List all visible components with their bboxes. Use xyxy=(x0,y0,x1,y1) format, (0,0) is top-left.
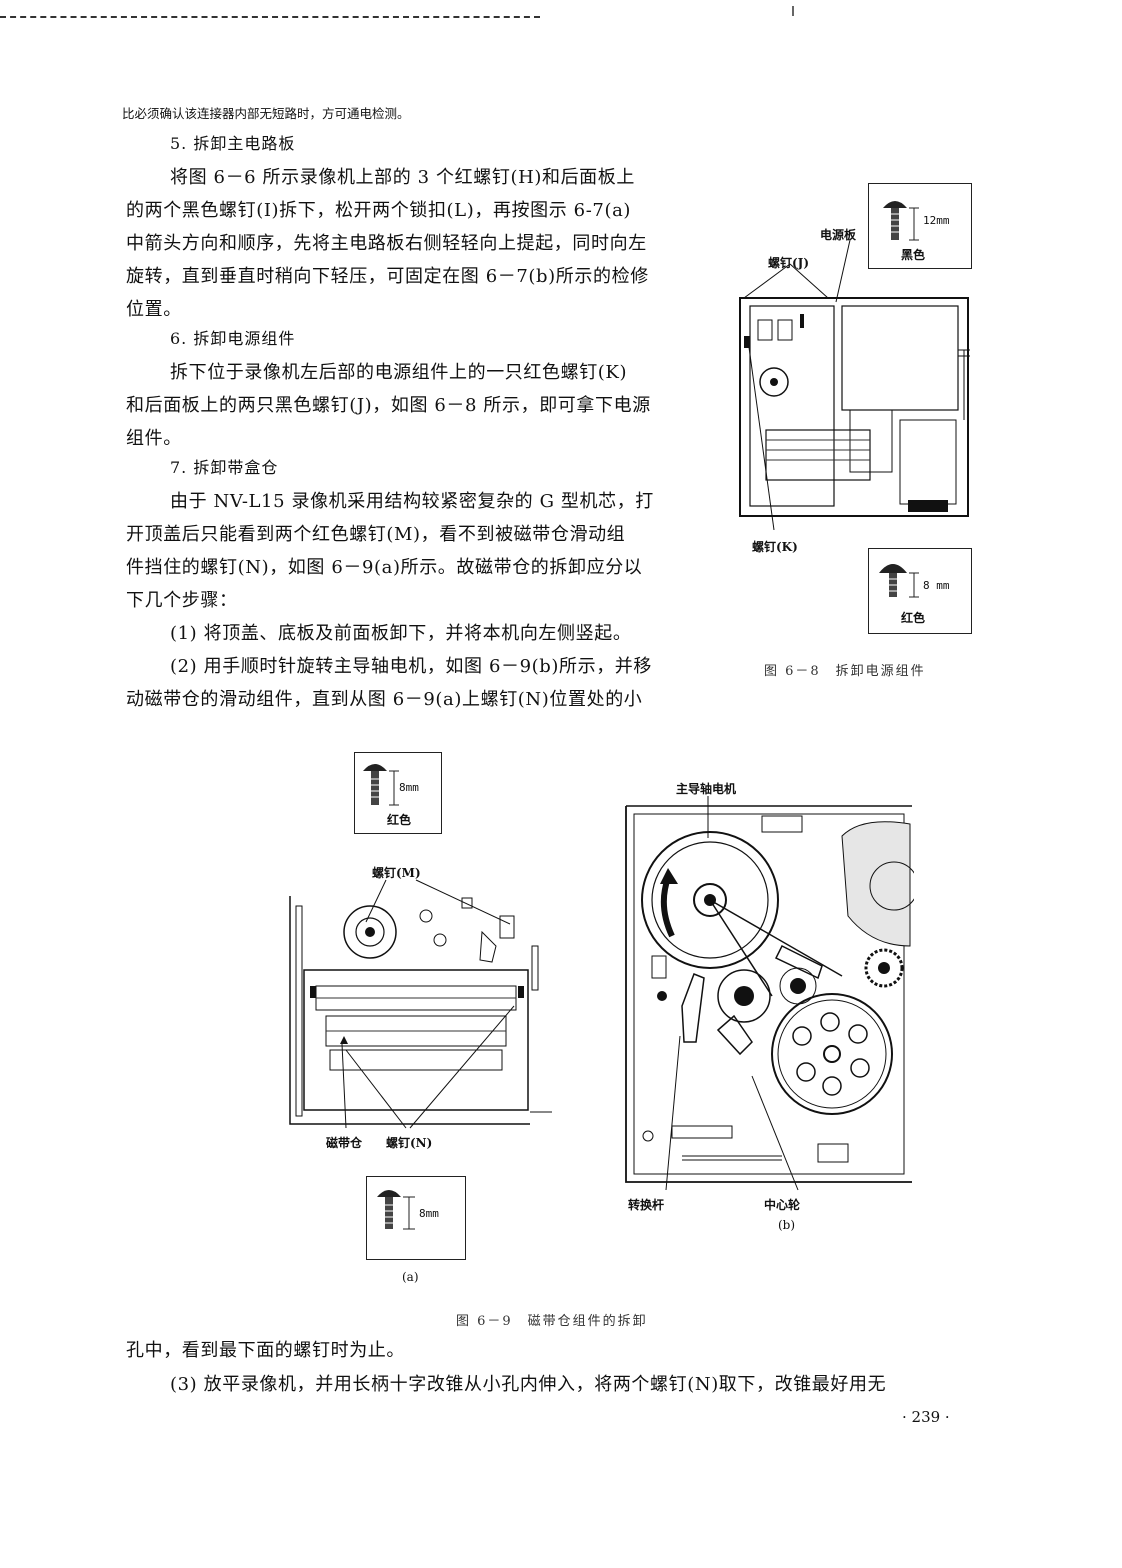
fig68-caption: 图 6－8 拆卸电源组件 xyxy=(764,664,926,679)
fig68-label-screw-k: 螺钉(K) xyxy=(752,540,798,554)
fig69b-label-lever: 转换杆 xyxy=(628,1198,665,1212)
section-7-line-4: 下几个步骤： xyxy=(126,590,238,611)
fig69a-screw-box-red: 8mm 红色 xyxy=(354,752,442,834)
fig68-screw-color-red: 红色 xyxy=(901,611,926,625)
section-7-step-2-line-2: 动磁带仓的滑动组件，直到从图 6－9(a)上螺钉(N)位置处的小 xyxy=(126,689,643,710)
section-6-line-1: 拆下位于录像机左后部的电源组件上的一只红色螺钉(K) xyxy=(170,362,628,383)
section-6-line-3: 组件。 xyxy=(126,428,182,449)
fig69a-screw-length-top: 8mm xyxy=(399,781,419,794)
section-7-step-1: (1) 将顶盖、底板及前面板卸下，并将本机向左侧竖起。 xyxy=(170,623,632,644)
fig68-screw-length-8: 8 mm xyxy=(923,579,950,592)
fig68-screw-box-red: 8 mm 红色 xyxy=(868,548,972,634)
fig69a-sublabel: (a) xyxy=(402,1270,419,1284)
top-dashed-rule xyxy=(0,16,540,18)
after-line-2: (3) 放平录像机，并用长柄十字改锥从小孔内伸入，将两个螺钉(N)取下，改锥最好… xyxy=(170,1374,887,1395)
section-7-heading: 7. 拆卸带盒仓 xyxy=(170,458,279,477)
fig68-label-screw-j: 螺钉(J) xyxy=(768,256,810,270)
fig69a-cassette-drawing xyxy=(289,879,552,1129)
fig69b-label-capstan: 主导轴电机 xyxy=(676,782,737,796)
fig68-screw-length-12: 12mm xyxy=(923,214,950,227)
page-number: · 239 · xyxy=(902,1408,950,1426)
section-5-line-5: 位置。 xyxy=(126,299,182,320)
section-7-line-1: 由于 NV-L15 录像机采用结构较紧密复杂的 G 型机芯，打 xyxy=(170,491,654,512)
top-note: 比必须确认该连接器内部无短路时，方可通电检测。 xyxy=(122,106,410,121)
section-5-heading: 5. 拆卸主电路板 xyxy=(170,134,296,153)
screw-icon xyxy=(879,564,919,598)
fig69a-label-screw-m: 螺钉(M) xyxy=(372,866,421,880)
fig69a-screw-color-red: 红色 xyxy=(387,813,412,827)
screw-icon xyxy=(377,1190,415,1230)
section-5-line-2: 的两个黑色螺钉(I)拆下，松开两个锁扣(L)，再按图示 6-7(a) xyxy=(126,200,632,221)
section-6-heading: 6. 拆卸电源组件 xyxy=(170,329,296,348)
section-5-line-3: 中箭头方向和顺序，先将主电路板右侧轻轻向上提起，同时向左 xyxy=(126,233,647,254)
fig68-screw-box-black: 12mm 黑色 xyxy=(868,183,972,269)
screw-icon xyxy=(363,764,399,806)
section-5-line-4: 旋转，直到垂直时稍向下轻压，可固定在图 6－7(b)所示的检修 xyxy=(126,266,649,287)
fig69-caption: 图 6－9 磁带仓组件的拆卸 xyxy=(456,1314,648,1329)
fig69b-mechanism-drawing xyxy=(625,796,914,1191)
screw-icon xyxy=(883,201,919,241)
section-5-line-1: 将图 6－6 所示录像机上部的 3 个红螺钉(H)和后面板上 xyxy=(170,167,635,188)
fig68-power-unit-drawing xyxy=(739,240,970,530)
fig68-screw-color-black: 黑色 xyxy=(901,248,926,262)
fig69a-screw-length-bottom: 8mm xyxy=(419,1207,439,1220)
fig68-label-power-board: 电源板 xyxy=(820,228,857,242)
section-7-line-3: 件挡住的螺钉(N)，如图 6－9(a)所示。故磁带仓的拆卸应分以 xyxy=(126,557,643,578)
after-line-1: 孔中，看到最下面的螺钉时为止。 xyxy=(126,1340,405,1361)
top-tick-mark xyxy=(792,6,794,16)
fig69b-label-center-wheel: 中心轮 xyxy=(764,1198,801,1212)
section-6-line-2: 和后面板上的两只黑色螺钉(J)，如图 6－8 所示，即可拿下电源 xyxy=(126,395,651,416)
fig69a-label-cassette: 磁带仓 xyxy=(326,1136,363,1150)
section-7-step-2-line-1: (2) 用手顺时针旋转主导轴电机，如图 6－9(b)所示，并移 xyxy=(170,656,653,677)
fig69a-label-screw-n: 螺钉(N) xyxy=(386,1136,433,1150)
fig69b-sublabel: (b) xyxy=(778,1218,796,1232)
section-7-line-2: 开顶盖后只能看到两个红色螺钉(M)，看不到被磁带仓滑动组 xyxy=(126,524,626,545)
fig69a-screw-box-bottom: 8mm xyxy=(366,1176,466,1260)
